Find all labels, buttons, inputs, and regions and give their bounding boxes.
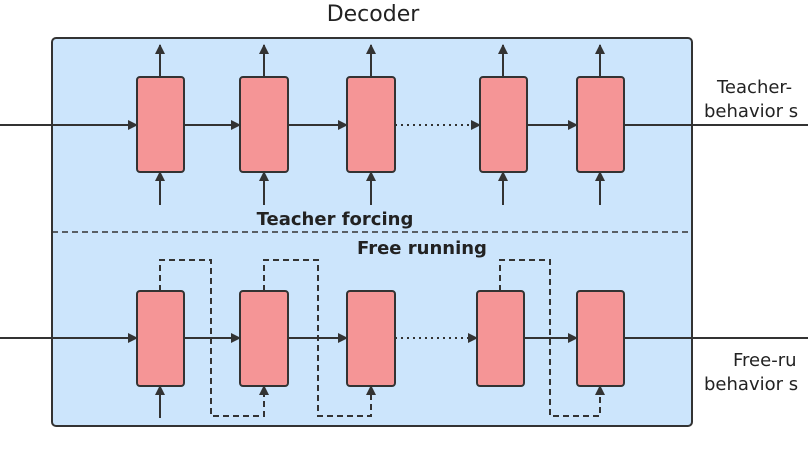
side-label-free-line1: Free-ru [733,350,797,371]
decoder-cell [136,76,185,173]
section-label-teacher-forcing: Teacher forcing [257,209,414,230]
decoder-cell [576,290,625,387]
teacher-forcing-cells [136,76,625,173]
feedback-loop [499,259,605,417]
decoder-cell [576,76,625,173]
decoder-cell [239,76,289,173]
teacher-forcing-row [0,44,808,205]
section-label-free-running: Free running [357,238,487,259]
decoder-cell [136,290,185,387]
free-running-row [0,259,808,418]
side-label-free-line2: behavior s [704,374,798,395]
feedback-loop [263,259,376,417]
decoder-cell [346,290,396,387]
decoder-cell [479,76,528,173]
side-label-teacher-line1: Teacher- [716,77,792,98]
decoder-cell [239,290,289,387]
free-running-cells [136,290,625,387]
diagram-title: Decoder [327,2,421,27]
side-label-teacher-line2: behavior s [704,101,798,122]
decoder-cell [346,76,396,173]
decoder-cell [476,290,525,387]
feedback-loop [159,259,269,417]
